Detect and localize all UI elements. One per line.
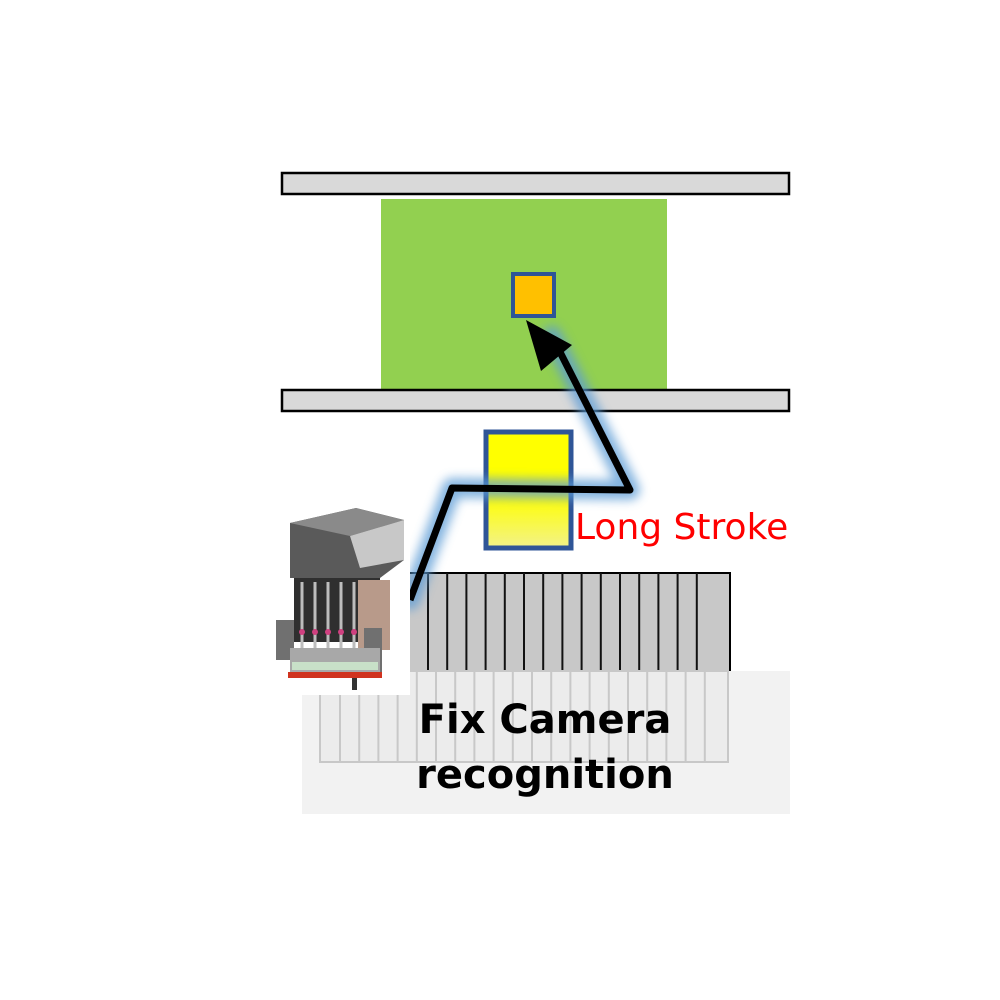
arrow-head-icon: [526, 320, 572, 371]
upper-rail: [280, 171, 791, 196]
travel-path: [406, 350, 634, 602]
long-stroke-label: Long Stroke: [575, 507, 788, 548]
pick-and-place-head-icon: [270, 505, 410, 695]
target-component: [511, 272, 556, 318]
lower-rail: [280, 388, 791, 413]
caption-line-1: Fix Camera: [419, 697, 672, 743]
tape-feeder-bank-icon: [407, 572, 731, 672]
caption-line-2: recognition: [416, 752, 674, 798]
